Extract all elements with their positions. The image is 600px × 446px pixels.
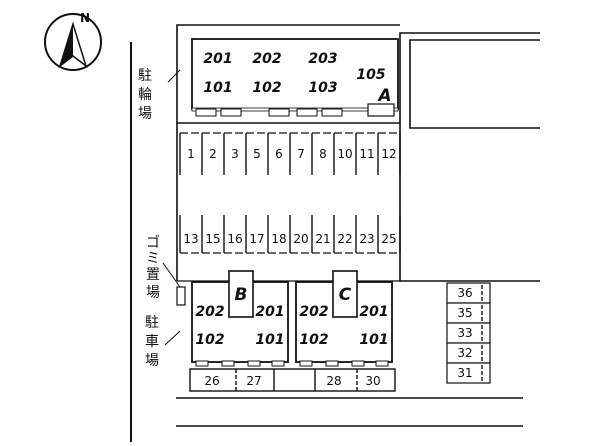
unit-c-202: 202: [299, 304, 328, 320]
unit-a-201: 201: [203, 51, 232, 67]
svg-text:駐: 駐: [138, 68, 152, 84]
parking-slot-1: 1: [187, 147, 195, 161]
parking-slot-33: 33: [457, 326, 472, 340]
svg-text:車: 車: [145, 333, 159, 350]
svg-text:駐: 駐: [145, 315, 159, 331]
unit-c-101: 101: [359, 332, 388, 348]
parking-slot-10: 10: [337, 147, 352, 161]
svg-text:場: 場: [146, 285, 160, 301]
garbage-station: [176, 286, 186, 306]
parking-slot-31: 31: [457, 366, 472, 380]
building-b-label: B: [235, 285, 248, 305]
unit-b-101: 101: [255, 332, 284, 348]
parking-slot-box: [446, 362, 491, 384]
site-boundary-top: [176, 24, 540, 124]
bike-parking-label: 駐 輪 場: [138, 68, 152, 122]
parking-slot-11: 11: [359, 147, 374, 161]
leader-line: [164, 330, 181, 346]
parking-slot-16: 16: [227, 232, 242, 246]
parking-right-column: 36 35 33 32 31: [446, 282, 491, 384]
building-b: B 202 201 102 101: [191, 270, 289, 367]
parking-slot-20: 20: [293, 232, 308, 246]
parking-slot-18: 18: [271, 232, 286, 246]
parking-slot-25: 25: [381, 232, 396, 246]
parking-slot-3: 3: [231, 147, 239, 161]
svg-text:置: 置: [146, 267, 160, 283]
unit-c-201: 201: [359, 304, 388, 320]
unit-a-203: 203: [308, 51, 337, 67]
svg-text:場: 場: [138, 106, 152, 122]
unit-a-101: 101: [203, 80, 232, 96]
parking-slot-13: 13: [183, 232, 198, 246]
parking-slot-30: 30: [365, 374, 380, 388]
parking-bottom-row: 26 27 28 30: [189, 368, 396, 392]
site-boundary-right: [399, 123, 540, 282]
unit-a-105: 105: [356, 67, 385, 83]
svg-text:輪: 輪: [138, 86, 152, 103]
parking-slot-8: 8: [319, 147, 327, 161]
unit-b-202: 202: [195, 304, 224, 320]
car-parking-label: 駐 車 場: [145, 315, 159, 369]
parking-slot-27: 27: [246, 374, 261, 388]
unit-a-102: 102: [252, 80, 281, 96]
parking-slot-7: 7: [297, 147, 305, 161]
building-a-label: A: [376, 86, 391, 106]
north-compass-icon: N: [44, 11, 102, 71]
unit-b-201: 201: [255, 304, 284, 320]
parking-slot-35: 35: [457, 306, 472, 320]
svg-text:場: 場: [145, 353, 159, 369]
parking-slot-26: 26: [204, 374, 219, 388]
parking-slot-36: 36: [457, 286, 472, 300]
svg-text:ゴ: ゴ: [146, 234, 160, 251]
parking-slot-5: 5: [253, 147, 261, 161]
unit-a-103: 103: [308, 80, 337, 96]
leader-line: [162, 262, 181, 288]
parking-slot-22: 22: [337, 232, 352, 246]
parking-slot-17: 17: [249, 232, 264, 246]
parking-slot-12: 12: [381, 147, 396, 161]
garbage-area-label: ゴ ミ 置 場: [146, 234, 160, 301]
unit-c-102: 102: [299, 332, 328, 348]
north-label: N: [80, 11, 90, 25]
parking-slot-21: 21: [315, 232, 330, 246]
neighbor-lot: [409, 39, 540, 129]
parking-slot-28: 28: [326, 374, 341, 388]
parking-slot-15: 15: [205, 232, 220, 246]
parking-slot-2: 2: [209, 147, 217, 161]
building-c-label: C: [339, 285, 352, 305]
building-c: C 202 201 102 101: [295, 270, 393, 367]
parking-slot-23: 23: [359, 232, 374, 246]
parking-middle-row: 13 15 16 17 18 20 21 22 23 25: [179, 215, 401, 254]
parking-slot-6: 6: [275, 147, 283, 161]
parking-slot-32: 32: [457, 346, 472, 360]
unit-a-202: 202: [252, 51, 281, 67]
leader-line: [167, 69, 181, 83]
unit-b-102: 102: [195, 332, 224, 348]
svg-text:ミ: ミ: [146, 251, 160, 267]
building-a: 201 202 203 101 102 103 105 A: [191, 38, 399, 117]
